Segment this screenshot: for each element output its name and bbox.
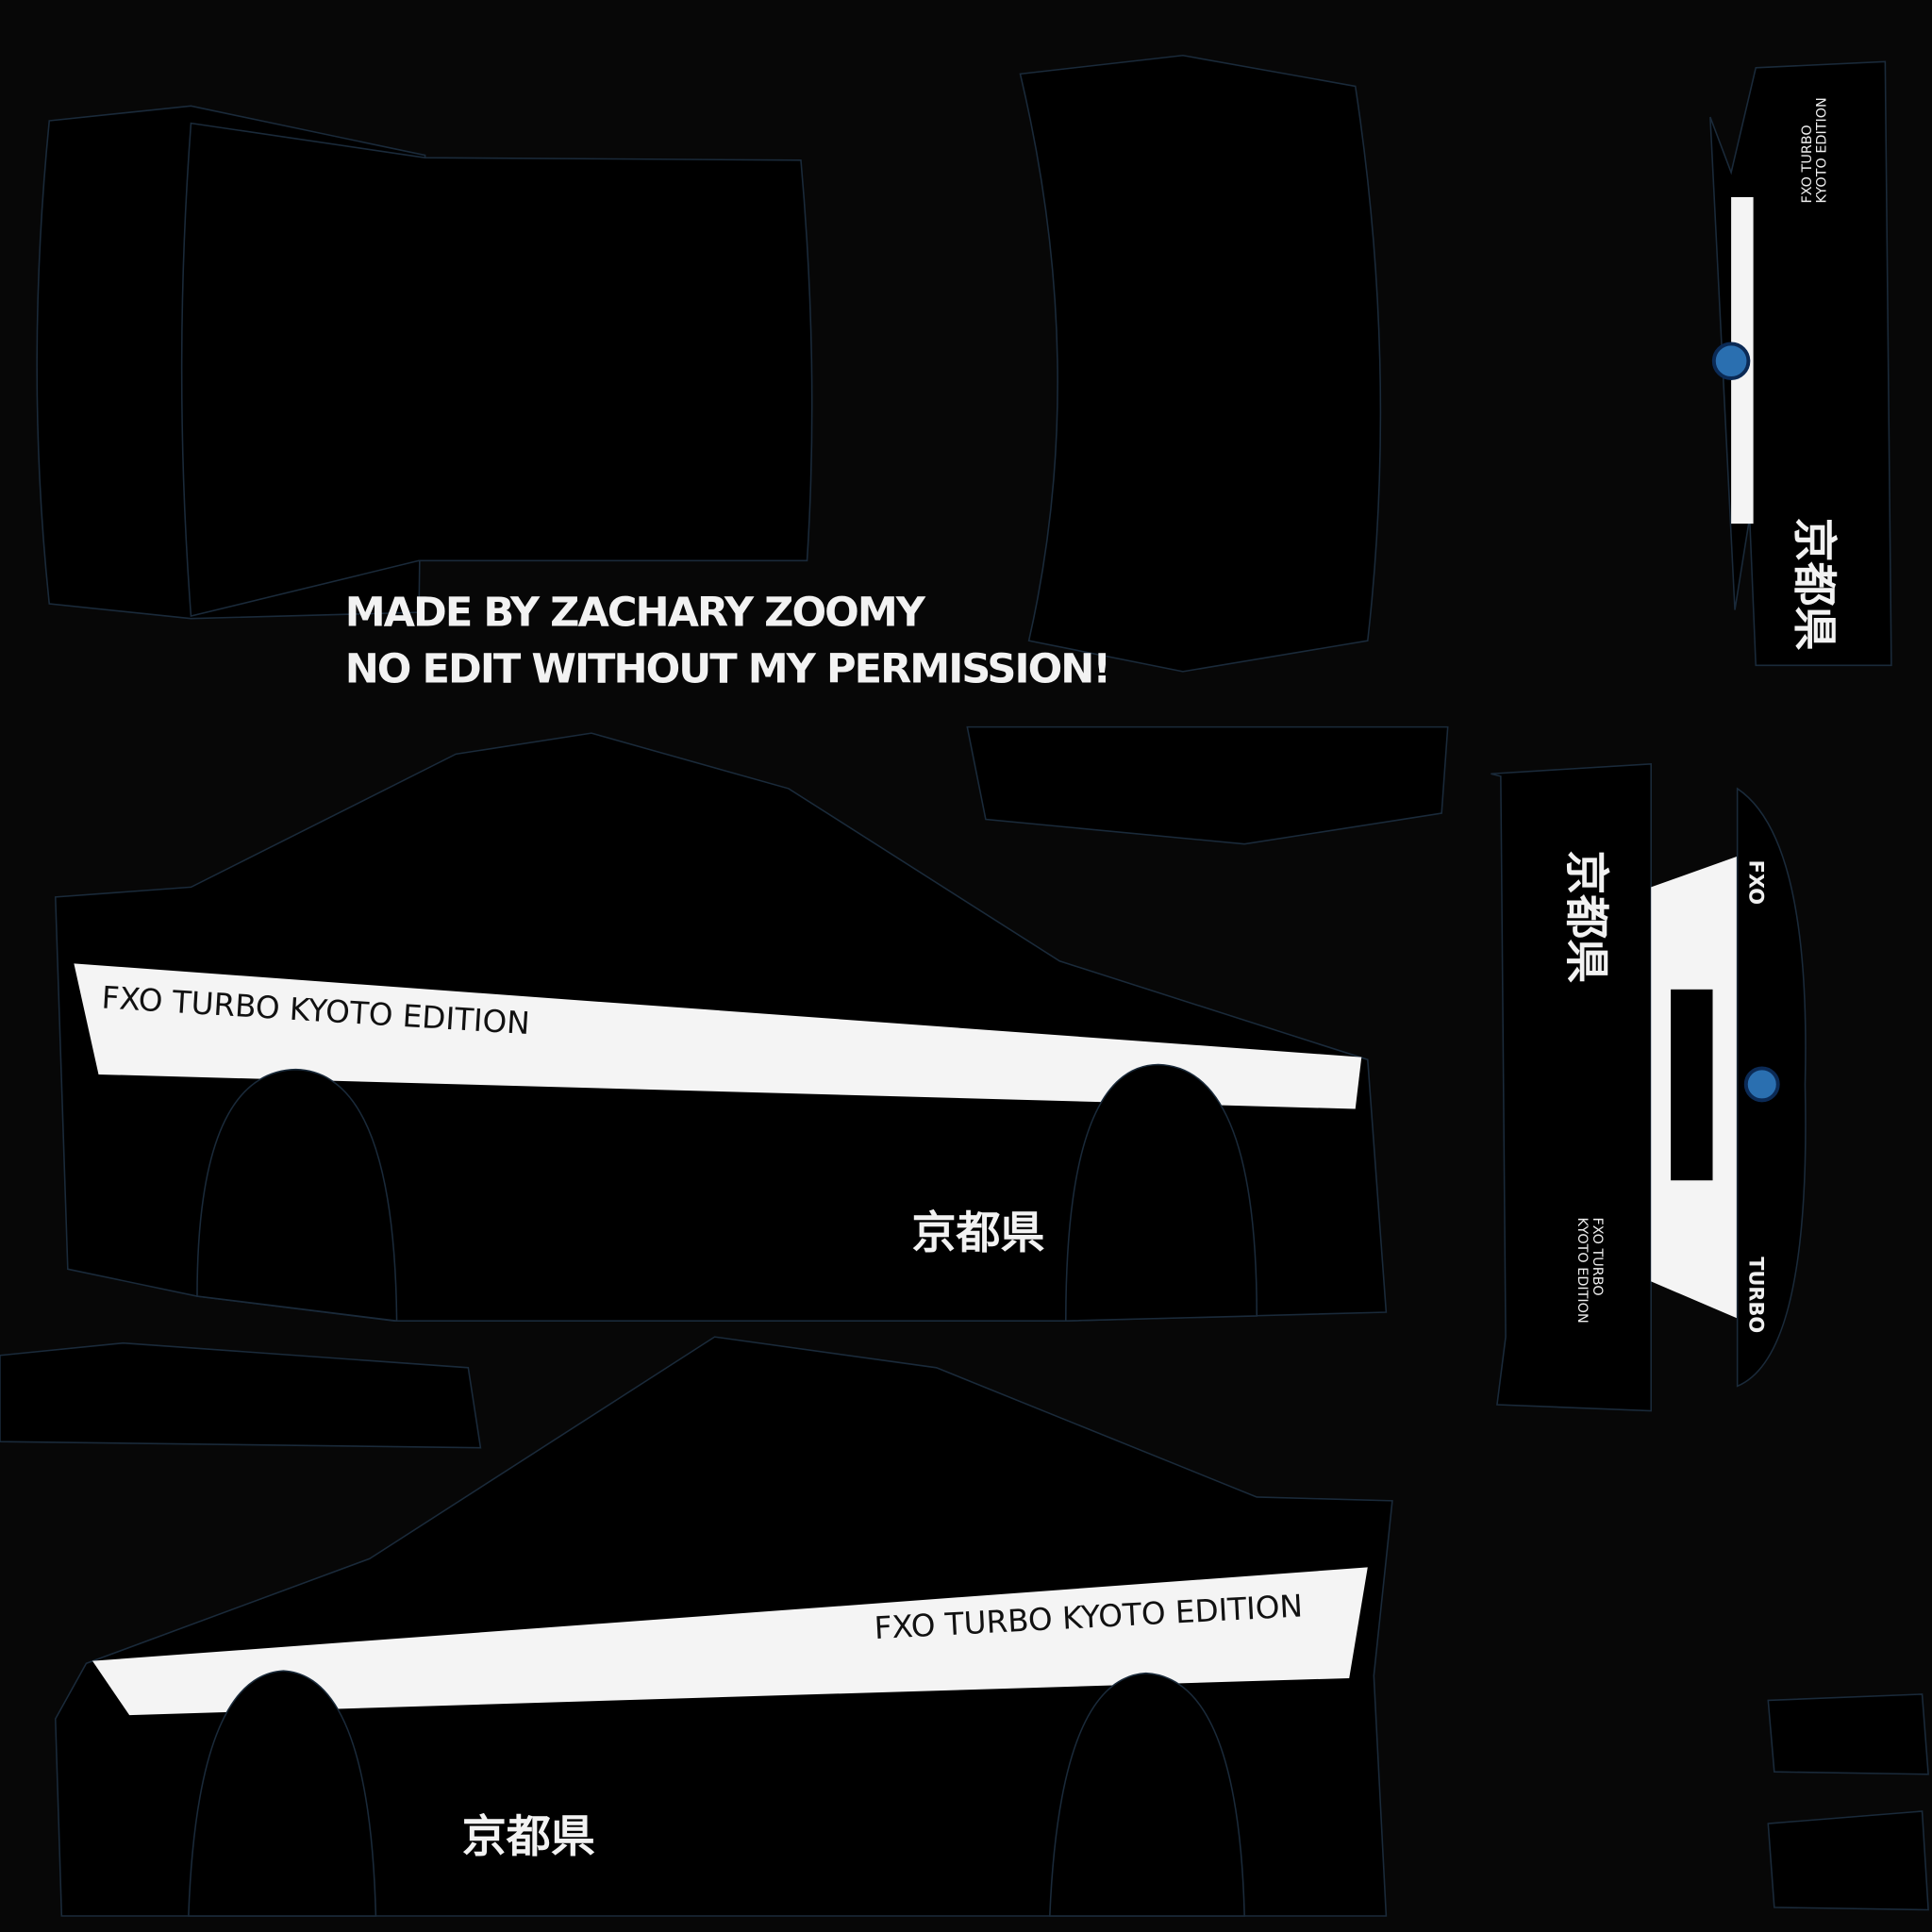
side-stripe-upper xyxy=(74,963,1362,1109)
side-panel-lower: FXO TURBO KYOTO EDITION 京都県 xyxy=(0,1336,1393,1917)
mirror-panel xyxy=(1767,1693,1929,1775)
rear-model-line-2: KYOTO EDITION xyxy=(1815,97,1830,203)
kanji-lower: 京都県 xyxy=(462,1811,595,1863)
license-plate-slot xyxy=(1671,989,1713,1181)
spoiler-panel xyxy=(966,725,1449,845)
credit-line-1: MADE BY ZACHARY ZOOMY xyxy=(345,590,926,637)
front-model-line-1: FXO TURBO xyxy=(1590,1217,1605,1295)
credit-line-2: NO EDIT WITHOUT MY PERMISSION! xyxy=(345,646,1109,693)
side-stripe-lower xyxy=(92,1567,1368,1716)
front-bumper-panel: 京都県 FXO TURBO KYOTO EDITION FXO TURBO xyxy=(1491,762,1807,1412)
rear-model-line-1: FXO TURBO xyxy=(1800,125,1815,203)
mirror-panel-2 xyxy=(1767,1810,1929,1911)
hood-panel xyxy=(36,105,813,620)
bumper-text-left: FXO xyxy=(1745,860,1768,905)
side-panel-upper: FXO TURBO KYOTO EDITION 京都県 xyxy=(54,732,1388,1323)
roof-panel xyxy=(1019,54,1382,673)
kanji-upper: 京都県 xyxy=(912,1208,1045,1259)
bumper-text-right: TURBO xyxy=(1745,1257,1768,1333)
rear-kanji: 京都県 xyxy=(1788,518,1840,651)
front-kanji: 京都県 xyxy=(1559,850,1611,983)
front-model-line-2: KYOTO EDITION xyxy=(1574,1217,1590,1323)
rear-bumper-panel: FXO TURBO KYOTO EDITION 京都県 xyxy=(1709,60,1892,667)
brand-badge-icon xyxy=(1743,1066,1780,1103)
brand-badge-icon xyxy=(1711,341,1751,380)
